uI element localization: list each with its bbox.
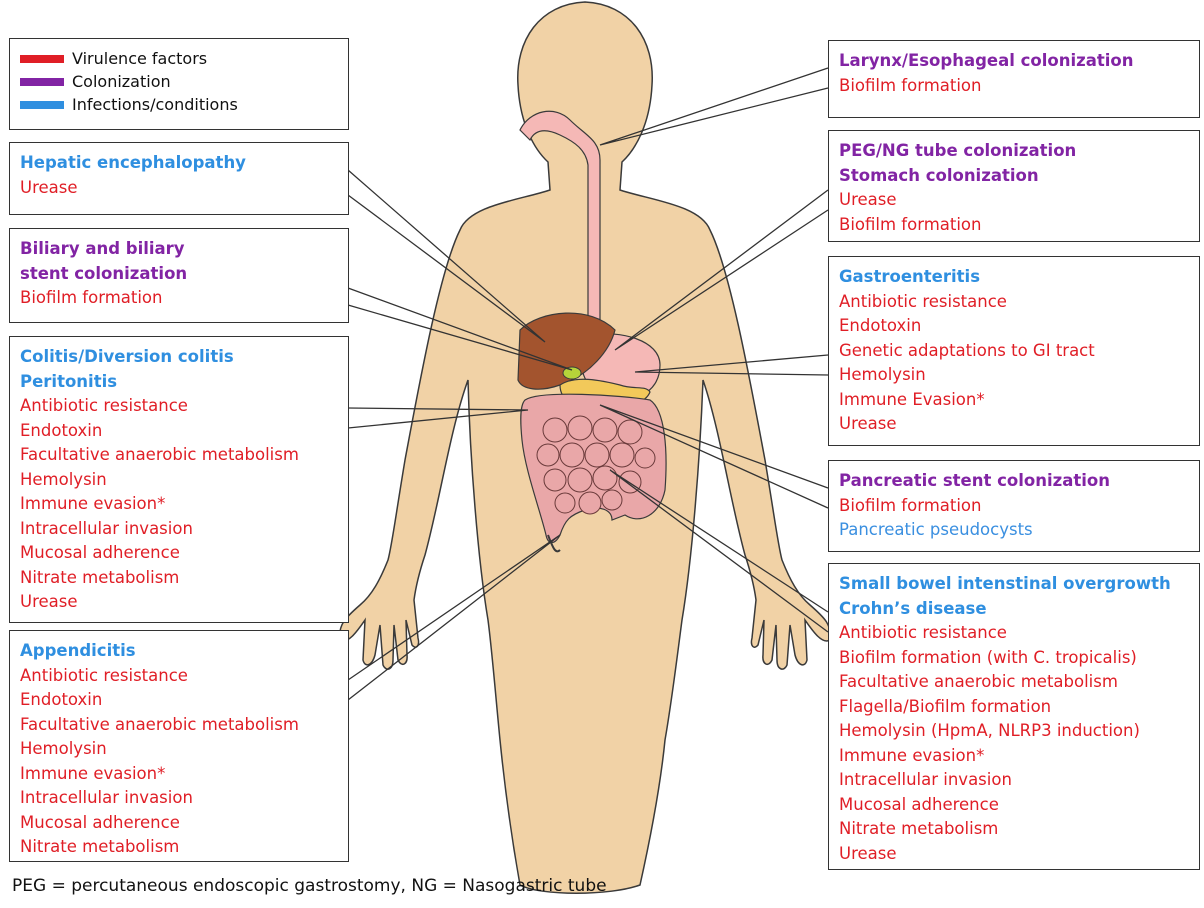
legend-label: Colonization [72,70,171,93]
virulence-factor-item: Biofilm formation (with C. tropicalis) [839,646,1189,671]
legend-label: Infections/conditions [72,93,238,116]
virulence-factor-item: Immune Evasion* [839,388,1189,413]
virulence-factor-item: Urease [20,590,338,615]
virulence-factor-item: Hemolysin [20,468,338,493]
virulence-factor-item: Flagella/Biofilm formation [839,695,1189,720]
virulence-factor-item: Urease [839,842,1189,867]
box-title: Peritonitis [20,370,338,395]
box-title: Larynx/Esophageal colonization [839,49,1189,74]
box-title: Gastroenteritis [839,265,1189,290]
box-title: stent colonization [20,262,338,287]
virulence-factor-item: Facultative anaerobic metabolism [839,670,1189,695]
virulence-factor-item: Intracellular invasion [20,786,338,811]
box-title: Pancreatic stent colonization [839,469,1189,494]
virulence-factor-item: Intracellular invasion [20,517,338,542]
virulence-factor-item: Urease [839,188,1189,213]
condition-item: Pancreatic pseudocysts [839,518,1189,543]
box-title: Hepatic encephalopathy [20,151,338,176]
virulence-factor-item: Facultative anaerobic metabolism [20,713,338,738]
virulence-factor-item: Nitrate metabolism [20,835,338,860]
virulence-factor-item: Nitrate metabolism [839,817,1189,842]
virulence-factor-item: Biofilm formation [839,74,1189,99]
virulence-factor-item: Facultative anaerobic metabolism [20,443,338,468]
virulence-factor-item: Antibiotic resistance [839,621,1189,646]
virulence-factor-item: Biofilm formation [839,494,1189,519]
virulence-factor-item: Hemolysin [20,737,338,762]
box-title: Biliary and biliary [20,237,338,262]
virulence-factor-item: Endotoxin [839,314,1189,339]
virulence-factor-item: Immune evasion* [20,492,338,517]
virulence-factor-item: Biofilm formation [20,286,338,311]
virulence-factor-item: Biofilm formation [839,213,1189,238]
footnote: PEG = percutaneous endoscopic gastrostom… [12,876,607,896]
virulence-factor-item: Hemolysin [839,363,1189,388]
virulence-factor-item: Mucosal adherence [839,793,1189,818]
virulence-factor-item: Mucosal adherence [20,541,338,566]
virulence-factor-item: Nitrate metabolism [20,566,338,591]
virulence-factor-item: Genetic adaptations to GI tract [839,339,1189,364]
legend-item: Virulence factors [20,47,338,70]
virulence-factor-item: Endotoxin [20,419,338,444]
virulence-factor-item: Immune evasion* [839,744,1189,769]
virulence-factor-item: Urease [839,412,1189,437]
legend-swatch [20,78,64,86]
virulence-factor-item: Antibiotic resistance [20,394,338,419]
virulence-factor-item: Intracellular invasion [839,768,1189,793]
legend-label: Virulence factors [72,47,207,70]
virulence-factor-item: Mucosal adherence [20,811,338,836]
box-title: Stomach colonization [839,164,1189,189]
legend-item: Colonization [20,70,338,93]
box-title: Colitis/Diversion colitis [20,345,338,370]
box-title: Crohn’s disease [839,597,1189,622]
virulence-factor-item: Antibiotic resistance [839,290,1189,315]
legend-swatch [20,101,64,109]
box-title: PEG/NG tube colonization [839,139,1189,164]
virulence-factor-item: Hemolysin (HpmA, NLRP3 induction) [839,719,1189,744]
legend-item: Infections/conditions [20,93,338,116]
legend-swatch [20,55,64,63]
box-title: Small bowel intenstinal overgrowth [839,572,1189,597]
virulence-factor-item: Endotoxin [20,688,338,713]
virulence-factor-item: Urease [20,176,338,201]
virulence-factor-item: Antibiotic resistance [20,664,338,689]
virulence-factor-item: Immune evasion* [20,762,338,787]
box-title: Appendicitis [20,639,338,664]
